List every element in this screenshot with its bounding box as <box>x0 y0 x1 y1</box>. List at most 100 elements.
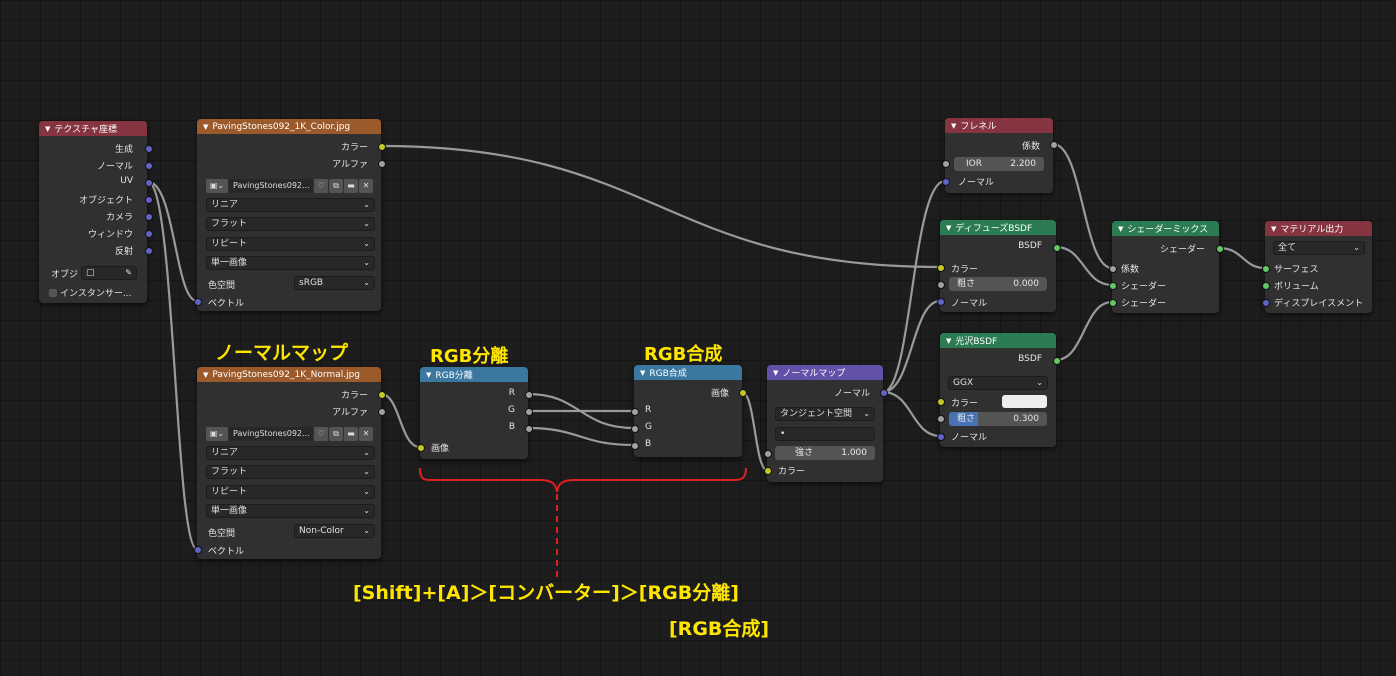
fake-user-icon[interactable]: ♡ <box>314 179 328 193</box>
tex-normal-header[interactable]: ▼PavingStones092_1K_Normal.jpg <box>197 367 381 382</box>
source-dropdown[interactable]: 単一画像⌄ <box>206 504 375 518</box>
socket-g-out[interactable] <box>525 408 533 416</box>
fake-user-icon[interactable]: ♡ <box>314 427 328 441</box>
fresnel-header[interactable]: ▼フレネル <box>945 118 1053 133</box>
collapse-icon[interactable]: ▼ <box>640 368 646 377</box>
collapse-icon[interactable]: ▼ <box>1271 224 1277 233</box>
socket-roughness-in[interactable] <box>937 415 945 423</box>
socket-r-out[interactable] <box>525 391 533 399</box>
socket-image-out[interactable] <box>739 389 747 397</box>
socket-shader1-in[interactable] <box>1109 282 1117 290</box>
color-swatch[interactable] <box>1002 395 1047 408</box>
combine-rgb-node[interactable]: ▼RGB合成 画像 R G B <box>634 365 742 457</box>
interpolation-dropdown[interactable]: リニア⌄ <box>206 446 375 460</box>
interpolation-dropdown[interactable]: リニア⌄ <box>206 198 375 212</box>
colorspace-dropdown[interactable]: Non-Color⌄ <box>294 524 375 538</box>
glossy-header[interactable]: ▼光沢BSDF <box>940 333 1056 348</box>
socket-shader-out[interactable] <box>1216 245 1224 253</box>
socket-bsdf-out[interactable] <box>1053 244 1061 252</box>
socket-b-out[interactable] <box>525 425 533 433</box>
socket-window[interactable] <box>145 230 153 238</box>
socket-object[interactable] <box>145 196 153 204</box>
tex-color-node[interactable]: ▼PavingStones092_1K_Color.jpg カラー アルファ ▣… <box>197 119 381 311</box>
colorspace-dropdown[interactable]: sRGB⌄ <box>294 276 375 290</box>
socket-volume-in[interactable] <box>1262 282 1270 290</box>
socket-surface-in[interactable] <box>1262 265 1270 273</box>
socket-fac-out[interactable] <box>1050 141 1058 149</box>
collapse-icon[interactable]: ▼ <box>426 370 432 379</box>
extension-dropdown[interactable]: リピート⌄ <box>206 237 375 251</box>
socket-displacement-in[interactable] <box>1262 299 1270 307</box>
texcoord-header[interactable]: ▼テクスチャ座標 <box>39 121 147 136</box>
socket-normal[interactable] <box>145 162 153 170</box>
socket-ior-in[interactable] <box>942 160 950 168</box>
extension-dropdown[interactable]: リピート⌄ <box>206 485 375 499</box>
mix-shader-node[interactable]: ▼シェーダーミックス シェーダー 係数 シェーダー シェーダー <box>1112 221 1219 313</box>
mix-header[interactable]: ▼シェーダーミックス <box>1112 221 1219 236</box>
socket-shader2-in[interactable] <box>1109 299 1117 307</box>
unlink-icon[interactable]: ✕ <box>359 179 373 193</box>
collapse-icon[interactable]: ▼ <box>951 121 957 130</box>
separate-rgb-header[interactable]: ▼RGB分離 <box>420 367 528 382</box>
socket-color-in[interactable] <box>937 264 945 272</box>
socket-normal-out[interactable] <box>880 389 888 397</box>
collapse-icon[interactable]: ▼ <box>203 122 209 131</box>
socket-b-in[interactable] <box>631 442 639 450</box>
socket-uv[interactable] <box>145 179 153 187</box>
projection-dropdown[interactable]: フラット⌄ <box>206 465 375 479</box>
collapse-icon[interactable]: ▼ <box>45 124 51 133</box>
socket-vector-in[interactable] <box>194 298 202 306</box>
space-dropdown[interactable]: タンジェント空間⌄ <box>775 407 875 421</box>
material-output-node[interactable]: ▼マテリアル出力 全て⌄ サーフェス ボリューム ディスプレイスメント <box>1265 221 1372 313</box>
socket-camera[interactable] <box>145 213 153 221</box>
distribution-dropdown[interactable]: GGX⌄ <box>948 376 1048 390</box>
collapse-icon[interactable]: ▼ <box>946 223 952 232</box>
socket-alpha-out[interactable] <box>378 160 386 168</box>
socket-image-in[interactable] <box>417 444 425 452</box>
socket-normal-in[interactable] <box>937 298 945 306</box>
open-folder-icon[interactable]: ▬ <box>344 179 358 193</box>
socket-strength-in[interactable] <box>764 450 772 458</box>
socket-color-out[interactable] <box>378 391 386 399</box>
collapse-icon[interactable]: ▼ <box>203 370 209 379</box>
source-dropdown[interactable]: 単一画像⌄ <box>206 256 375 270</box>
duplicate-icon[interactable]: ⧉ <box>329 427 343 441</box>
collapse-icon[interactable]: ▼ <box>773 368 779 377</box>
socket-reflection[interactable] <box>145 247 153 255</box>
image-selector[interactable]: ▣⌄ PavingStones092... ♡ ⧉ ▬ ✕ <box>206 427 373 441</box>
output-header[interactable]: ▼マテリアル出力 <box>1265 221 1372 236</box>
image-name[interactable]: PavingStones092... <box>229 427 313 441</box>
socket-g-in[interactable] <box>631 425 639 433</box>
socket-normal-in[interactable] <box>942 178 950 186</box>
socket-fac-in[interactable] <box>1109 265 1117 273</box>
uvmap-field[interactable]: • <box>775 427 875 441</box>
image-browse-icon[interactable]: ▣⌄ <box>206 179 228 193</box>
collapse-icon[interactable]: ▼ <box>1118 224 1124 233</box>
instancer-checkbox[interactable] <box>49 289 57 297</box>
texcoord-node[interactable]: ▼テクスチャ座標 生成 ノーマル UV オブジェクト カメラ ウィンドウ 反射 … <box>39 121 147 303</box>
object-field[interactable]: ▢✎ <box>81 266 137 280</box>
socket-generated[interactable] <box>145 145 153 153</box>
socket-color-in[interactable] <box>764 467 772 475</box>
socket-r-in[interactable] <box>631 408 639 416</box>
image-name[interactable]: PavingStones092... <box>229 179 313 193</box>
separate-rgb-node[interactable]: ▼RGB分離 R G B 画像 <box>420 367 528 459</box>
socket-alpha-out[interactable] <box>378 408 386 416</box>
socket-roughness-in[interactable] <box>937 281 945 289</box>
image-browse-icon[interactable]: ▣⌄ <box>206 427 228 441</box>
duplicate-icon[interactable]: ⧉ <box>329 179 343 193</box>
unlink-icon[interactable]: ✕ <box>359 427 373 441</box>
tex-color-header[interactable]: ▼PavingStones092_1K_Color.jpg <box>197 119 381 134</box>
collapse-icon[interactable]: ▼ <box>946 336 952 345</box>
projection-dropdown[interactable]: フラット⌄ <box>206 217 375 231</box>
tex-normal-node[interactable]: ▼PavingStones092_1K_Normal.jpg カラー アルファ … <box>197 367 381 559</box>
diffuse-header[interactable]: ▼ディフューズBSDF <box>940 220 1056 235</box>
socket-color-in[interactable] <box>937 398 945 406</box>
